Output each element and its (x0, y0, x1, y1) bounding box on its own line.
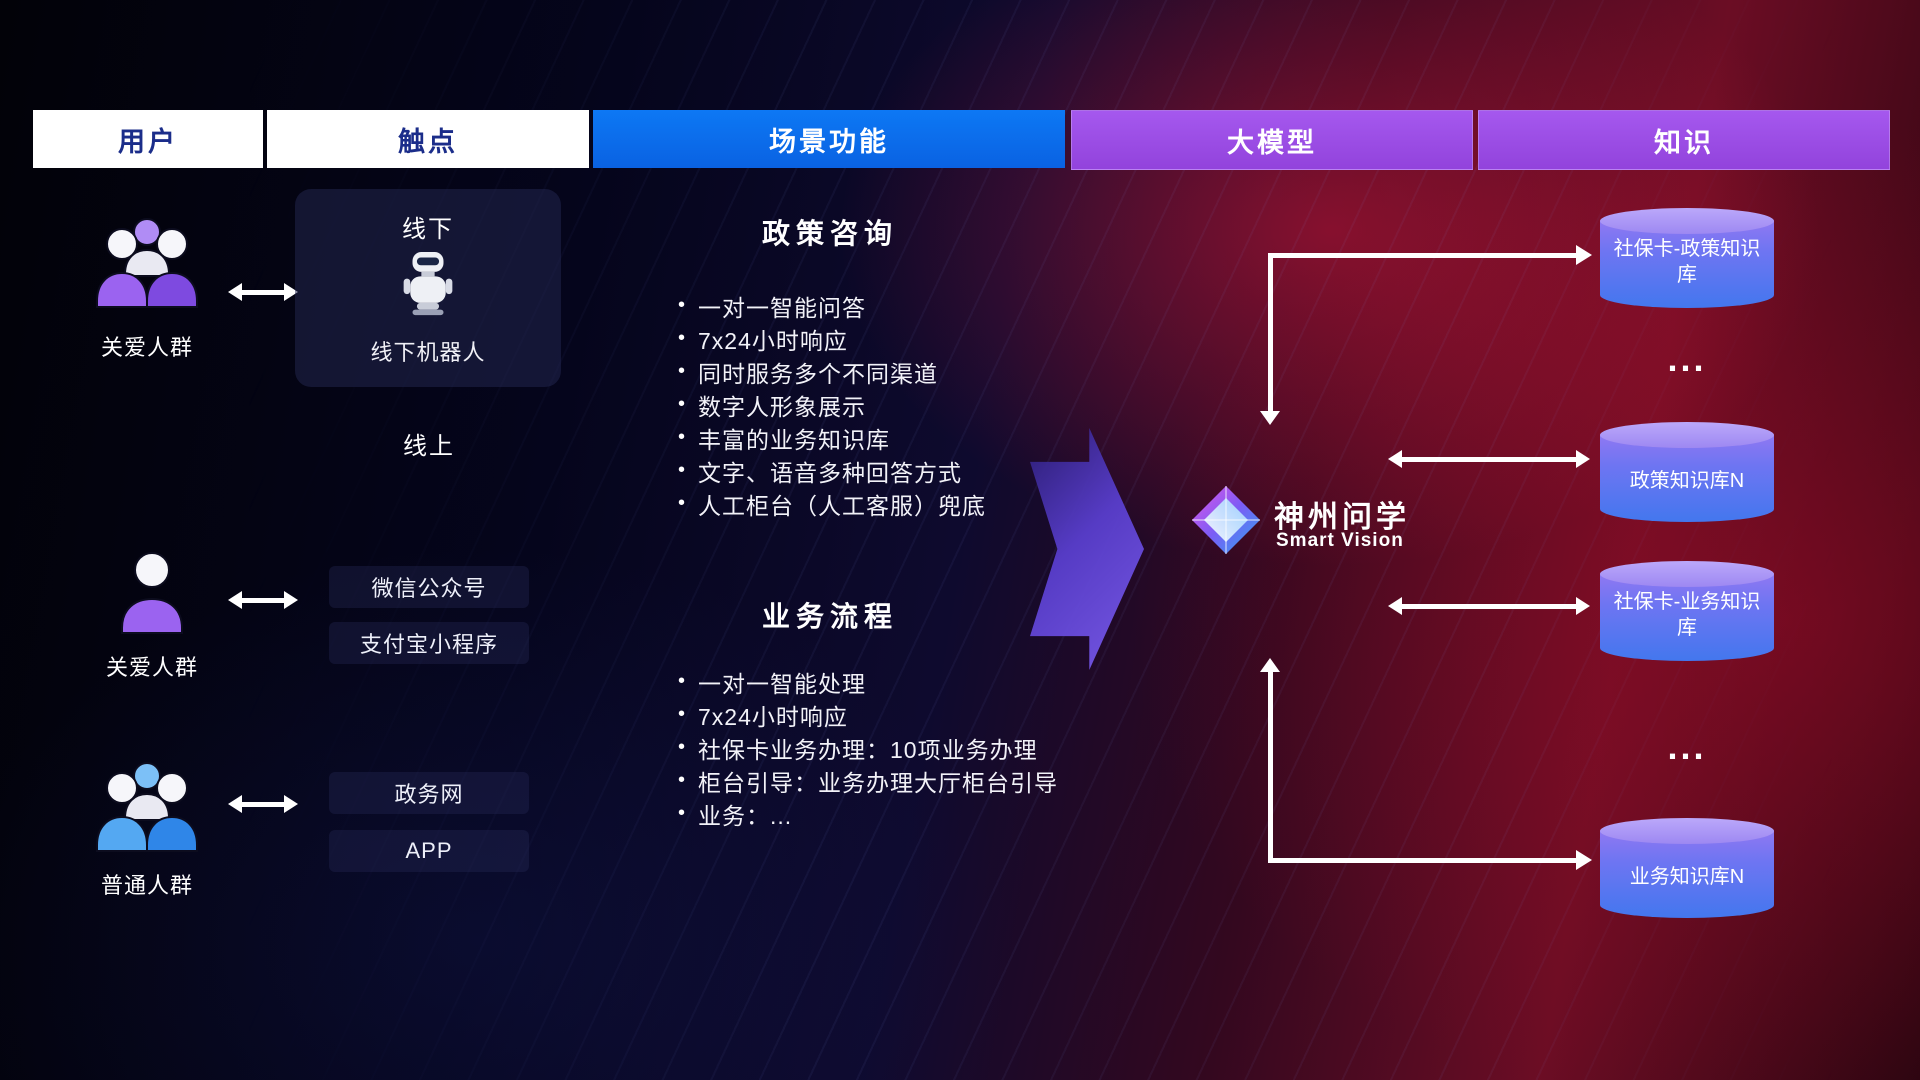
business-section-title: 业务流程 (761, 601, 898, 632)
person-purple-icon (117, 550, 187, 635)
cylinder-body (1600, 574, 1774, 661)
channel-app: APP (329, 830, 529, 872)
cylinder-top (1600, 818, 1774, 844)
knowledge-db-label: 业务知识库N (1629, 866, 1745, 888)
header-model: 大模型 (1071, 110, 1473, 170)
knowledge-ellipsis-2: ... (1667, 726, 1707, 767)
arrow-bar (1402, 603, 1576, 609)
shenzhou-logo-icon (1190, 484, 1262, 556)
group2-label: 关爱人群 (105, 655, 198, 680)
elbow-bottom-vertical (1268, 670, 1273, 862)
elbow-top-vertical (1268, 255, 1273, 413)
scenario-bullet: 7x24小时响应 (678, 322, 986, 355)
cylinder-top (1600, 561, 1774, 587)
model-name: 神州问学 (1274, 501, 1410, 534)
channel-gov-web: 政务网 (329, 772, 529, 814)
robot-icon (397, 247, 459, 324)
model-subtitle: Smart Vision (1276, 530, 1404, 551)
policy-section-title: 政策咨询 (761, 218, 898, 249)
scenario-bullet: 人工柜台（人工客服）兜底 (678, 487, 986, 520)
knowledge-ellipsis-1: ... (1667, 338, 1707, 379)
group3-label: 普通人群 (100, 873, 193, 898)
knowledge-db-1: 社保卡-政策知识库 (1600, 208, 1774, 308)
arrow-right-head-icon (1576, 597, 1590, 615)
header-user: 用户 (33, 110, 263, 168)
offline-touchpoint-card: 线下 线下机器人 (295, 189, 561, 387)
arrow-down-head-icon (1260, 411, 1280, 425)
user-touchpoint-arrow-2 (228, 591, 298, 609)
channel-wechat: 微信公众号 (329, 566, 529, 608)
scenario-bullet: 柜台引导：业务办理大厅柜台引导 (678, 764, 1058, 797)
arrow-right-head-icon (1576, 245, 1592, 265)
scenario-bullet: 一对一智能问答 (678, 289, 986, 322)
offline-title: 线下 (402, 216, 454, 243)
user-touchpoint-arrow-1 (228, 283, 298, 301)
scenario-bullet: 业务：... (678, 797, 1058, 830)
arrow-bar (242, 289, 284, 295)
online-title: 线上 (403, 433, 455, 460)
cylinder-body (1600, 221, 1774, 308)
knowledge-db-3: 社保卡-业务知识库 (1600, 561, 1774, 661)
header-knowledge-label: 知识 (1654, 127, 1714, 158)
cylinder-top (1600, 422, 1774, 448)
model-db3-arrow (1388, 597, 1590, 615)
arrow-left-head-icon (228, 283, 242, 301)
header-scenario-label: 场景功能 (769, 126, 889, 157)
knowledge-db-label: 社保卡-政策知识库 (1613, 238, 1761, 286)
scenario-bullet: 丰富的业务知识库 (678, 421, 986, 454)
header-touchpoint-label: 触点 (398, 126, 458, 157)
header-touchpoint: 触点 (267, 110, 589, 168)
elbow-top-horizontal (1268, 253, 1578, 258)
arrow-left-head-icon (1388, 597, 1402, 615)
arrow-right-head-icon (284, 795, 298, 813)
knowledge-db-2: 政策知识库N (1600, 422, 1774, 522)
business-bullet-list: 一对一智能处理 7x24小时响应 社保卡业务办理：10项业务办理 柜台引导：业务… (678, 665, 1058, 830)
header-user-label: 用户 (118, 126, 178, 157)
group1-label: 关爱人群 (100, 335, 193, 360)
cylinder-body (1600, 831, 1774, 918)
scenario-bullet: 同时服务多个不同渠道 (678, 355, 986, 388)
header-model-label: 大模型 (1227, 127, 1317, 158)
user-touchpoint-arrow-3 (228, 795, 298, 813)
arrow-left-head-icon (228, 591, 242, 609)
knowledge-db-label: 政策知识库N (1629, 470, 1745, 492)
cylinder-top (1600, 208, 1774, 234)
group-purple-icon (92, 214, 202, 309)
arrow-right-head-icon (1576, 850, 1592, 870)
header-scenario: 场景功能 (593, 110, 1065, 168)
flow-arrow-icon (1030, 428, 1144, 670)
channel-alipay: 支付宝小程序 (329, 622, 529, 664)
knowledge-db-4: 业务知识库N (1600, 818, 1774, 918)
arrow-left-head-icon (1388, 450, 1402, 468)
arrow-left-head-icon (228, 795, 242, 813)
elbow-bottom-horizontal (1268, 858, 1578, 863)
scenario-bullet: 社保卡业务办理：10项业务办理 (678, 731, 1058, 764)
knowledge-db-label: 社保卡-业务知识库 (1613, 591, 1761, 639)
arrow-bar (242, 801, 284, 807)
scenario-bullet: 数字人形象展示 (678, 388, 986, 421)
arrow-right-head-icon (1576, 450, 1590, 468)
arrow-bar (242, 597, 284, 603)
policy-bullet-list: 一对一智能问答 7x24小时响应 同时服务多个不同渠道 数字人形象展示 丰富的业… (678, 289, 986, 520)
model-db2-arrow (1388, 450, 1590, 468)
arrow-up-head-icon (1260, 658, 1280, 672)
cylinder-body (1600, 435, 1774, 522)
arrow-right-head-icon (284, 591, 298, 609)
header-knowledge: 知识 (1478, 110, 1890, 170)
scenario-bullet: 7x24小时响应 (678, 698, 1058, 731)
arrow-bar (1402, 456, 1576, 462)
scenario-bullet: 一对一智能处理 (678, 665, 1058, 698)
scenario-bullet: 文字、语音多种回答方式 (678, 454, 986, 487)
arrow-right-head-icon (284, 283, 298, 301)
offline-robot-label: 线下机器人 (370, 340, 486, 365)
group-blue-icon (92, 758, 202, 853)
